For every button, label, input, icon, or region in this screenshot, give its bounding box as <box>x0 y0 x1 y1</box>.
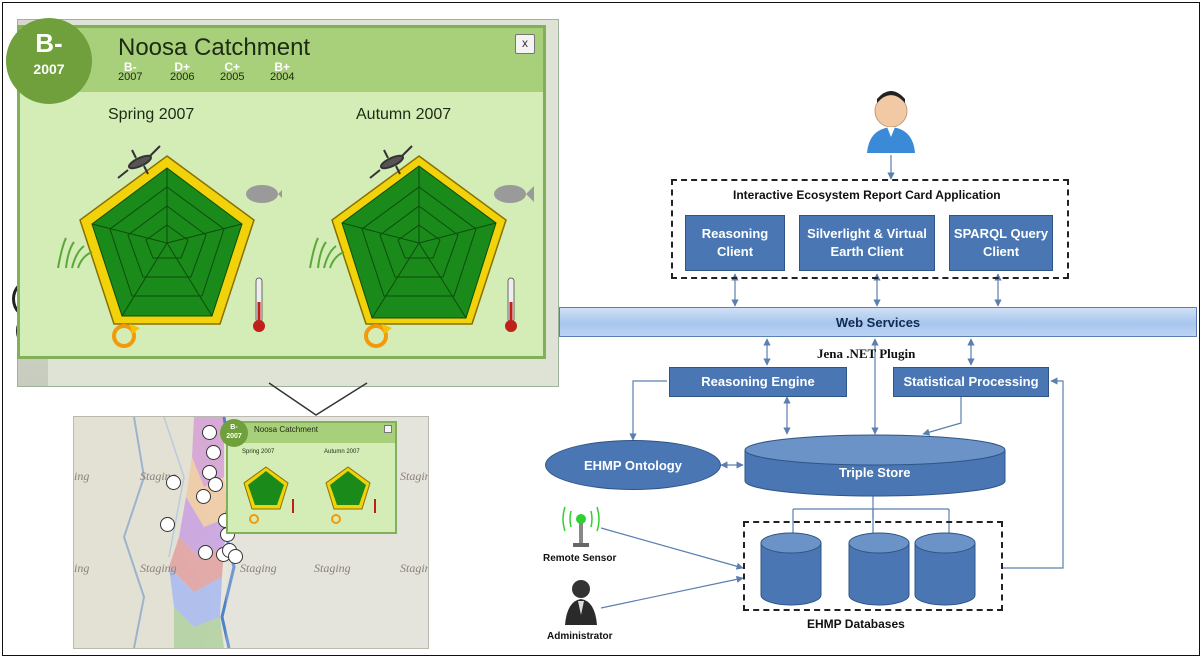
catchment-grade-pin[interactable] <box>160 517 175 532</box>
popup-title: Noosa Catchment <box>118 34 311 61</box>
history-grade[interactable]: B+2004 <box>270 60 295 83</box>
mini-season-autumn: Autumn 2007 <box>324 449 360 455</box>
popup-header <box>20 28 543 92</box>
sparql-client-box[interactable]: SPARQL Query Client <box>949 215 1053 271</box>
mini-close-button[interactable] <box>384 425 392 433</box>
catchment-grade-pin[interactable] <box>202 425 217 440</box>
databases-container <box>743 521 1003 611</box>
history-grade-letter: B+ <box>274 60 291 74</box>
triple-store-label: Triple Store <box>839 465 911 480</box>
history-year: 2005 <box>220 71 245 83</box>
silverlight-client-box[interactable]: Silverlight & Virtual Earth Client <box>799 215 935 271</box>
user-icon <box>867 91 915 153</box>
season-label-spring: Spring 2007 <box>108 106 195 123</box>
reasoning-engine-box[interactable]: Reasoning Engine <box>669 367 847 397</box>
application-title: Interactive Ecosystem Report Card Applic… <box>733 188 1001 202</box>
grass-icon <box>57 237 93 269</box>
mini-badge-year: 2007 <box>226 433 242 440</box>
history-year: 2006 <box>170 71 195 83</box>
staging-label: Staging <box>400 561 428 575</box>
staging-label: Staging <box>314 561 351 575</box>
statistical-processing-box[interactable]: Statistical Processing <box>893 367 1049 397</box>
application-container <box>671 179 1069 279</box>
jena-plugin-label: Jena .NET Plugin <box>817 346 916 361</box>
spring-radar-chart <box>57 145 282 348</box>
remote-sensor-icon <box>562 506 600 547</box>
databases-label: EHMP Databases <box>807 617 905 631</box>
reasoning-client-box[interactable]: Reasoning Client <box>685 215 785 271</box>
mayfly-icon <box>369 145 413 179</box>
ehmp-ontology-node[interactable]: EHMP Ontology <box>545 440 721 490</box>
history-year: 2007 <box>118 71 143 83</box>
mini-catchment-popup: B- 2007 Noosa Catchment Spring 2007 Autum… <box>220 419 397 534</box>
mini-popup-title: Noosa Catchment <box>254 425 319 434</box>
staging-label: Staging <box>140 561 177 575</box>
web-services-bar[interactable]: Web Services <box>559 307 1197 337</box>
catchment-grade-pin[interactable] <box>208 477 223 492</box>
staging-label-fragment: ing <box>74 561 90 575</box>
catchment-grade-pin[interactable] <box>196 489 211 504</box>
mayfly-icon <box>117 145 161 179</box>
history-grade-letter: C+ <box>224 60 241 74</box>
remote-sensor-label: Remote Sensor <box>543 553 617 564</box>
history-grade-letter: B- <box>123 60 137 74</box>
catchment-grade-pin[interactable] <box>198 545 213 560</box>
staging-label: Staging <box>400 469 428 483</box>
autumn-radar-chart <box>309 145 534 348</box>
catchment-grade-pin[interactable] <box>206 445 221 460</box>
popup-close-button[interactable]: x <box>515 34 535 54</box>
database-cylinders <box>760 532 976 606</box>
grade-badge: B- 2007 <box>6 18 92 104</box>
fish-icon <box>494 185 534 203</box>
architecture-arrows <box>562 91 1064 625</box>
catchment-grade-pin[interactable] <box>228 549 243 564</box>
recycle-icon <box>112 324 140 348</box>
mini-radar-charts <box>243 466 376 524</box>
small-map-view[interactable]: Staging Staging Staging Staging Staging … <box>73 416 429 649</box>
recycle-icon <box>364 324 392 348</box>
badge-year: 2007 <box>33 61 65 77</box>
staging-label-fragment: ing <box>74 469 90 483</box>
thermometer-icon <box>505 277 517 332</box>
triple-store-cylinder <box>744 434 1006 497</box>
mini-grade-badge: B- 2007 <box>220 419 248 447</box>
fish-icon <box>246 185 282 203</box>
history-grade[interactable]: B-2007 <box>118 60 143 83</box>
history-grade[interactable]: D+2006 <box>170 60 195 83</box>
season-label-autumn: Autumn 2007 <box>356 106 452 123</box>
mini-season-spring: Spring 2007 <box>242 449 275 455</box>
administrator-icon <box>565 580 597 625</box>
history-grade-letter: D+ <box>174 60 191 74</box>
staging-label: Staging <box>240 561 277 575</box>
badge-grade: B- <box>35 28 63 58</box>
grass-icon <box>309 237 345 269</box>
mini-badge-grade: B- <box>230 424 238 431</box>
mini-popup-header <box>228 423 395 443</box>
thermometer-icon <box>253 277 265 332</box>
catchment-popup: B- 2007 Noosa Catchment B-2007 D+2006 C+… <box>6 18 546 359</box>
catchment-grade-pin[interactable] <box>166 475 181 490</box>
history-year: 2004 <box>270 71 295 83</box>
administrator-label: Administrator <box>547 631 613 642</box>
history-grade[interactable]: C+2005 <box>220 60 245 83</box>
